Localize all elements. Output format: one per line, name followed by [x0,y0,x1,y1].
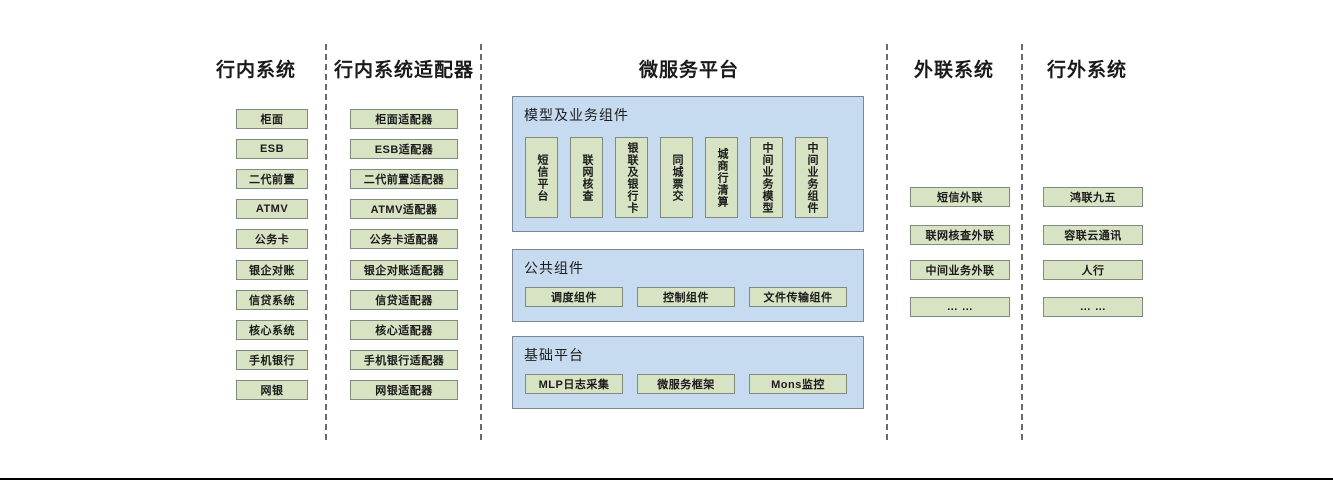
list-item[interactable]: 网银 [236,380,308,400]
list-item[interactable]: 联网核查外联 [910,225,1010,245]
list-item[interactable]: 公务卡 [236,229,308,249]
list-item[interactable]: 柜面适配器 [350,109,458,129]
list-item[interactable]: … … [910,297,1010,317]
panel-title-model-business-components: 模型及业务组件 [524,107,629,123]
column-title-in-bank-systems: 行内系统 [215,60,296,81]
list-item[interactable]: 鸿联九五 [1043,187,1143,207]
panel-public-components [512,249,864,322]
list-item[interactable]: … … [1043,297,1143,317]
page-bottom-rule [0,478,1333,480]
list-item[interactable]: 文件传输组件 [749,287,847,307]
list-item[interactable]: 城商行清算 [705,137,738,218]
divider-3 [886,44,888,440]
list-item[interactable]: 核心系统 [236,320,308,340]
divider-4 [1021,44,1023,440]
column-title-external-link-systems: 外联系统 [913,60,994,81]
list-item[interactable]: 信贷适配器 [350,290,458,310]
divider-1 [325,44,327,440]
list-item[interactable]: 同城票交 [660,137,693,218]
list-item[interactable]: 银企对账 [236,260,308,280]
list-item[interactable]: 联网核查 [570,137,603,218]
list-item[interactable]: 信贷系统 [236,290,308,310]
column-title-outside-bank-systems: 行外系统 [1046,60,1127,81]
list-item[interactable]: 二代前置适配器 [350,169,458,189]
list-item[interactable]: 银企对账适配器 [350,260,458,280]
list-item[interactable]: 短信外联 [910,187,1010,207]
divider-2 [480,44,482,440]
list-item[interactable]: ESB适配器 [350,139,458,159]
list-item[interactable]: 控制组件 [637,287,735,307]
list-item[interactable]: ESB [236,139,308,159]
list-item[interactable]: 网银适配器 [350,380,458,400]
panel-title-base-platform: 基础平台 [524,347,584,363]
panel-base-platform [512,336,864,409]
list-item[interactable]: 人行 [1043,260,1143,280]
list-item[interactable]: 柜面 [236,109,308,129]
column-title-in-bank-adapters: 行内系统适配器 [333,60,474,81]
list-item[interactable]: ATMV适配器 [350,199,458,219]
list-item[interactable]: 二代前置 [236,169,308,189]
list-item[interactable]: ATMV [236,199,308,219]
list-item[interactable]: 微服务框架 [637,374,735,394]
panel-title-public-components: 公共组件 [524,260,584,276]
list-item[interactable]: Mons监控 [749,374,847,394]
list-item[interactable]: 手机银行 [236,350,308,370]
list-item[interactable]: 调度组件 [525,287,623,307]
list-item[interactable]: 中间业务外联 [910,260,1010,280]
list-item[interactable]: 核心适配器 [350,320,458,340]
list-item[interactable]: 短信平台 [525,137,558,218]
list-item[interactable]: 银联及银行卡 [615,137,648,218]
list-item[interactable]: MLP日志采集 [525,374,623,394]
list-item[interactable]: 中间业务组件 [795,137,828,218]
list-item[interactable]: 容联云通讯 [1043,225,1143,245]
list-item[interactable]: 公务卡适配器 [350,229,458,249]
column-title-platform: 微服务平台 [638,60,739,81]
list-item[interactable]: 手机银行适配器 [350,350,458,370]
list-item[interactable]: 中间业务模型 [750,137,783,218]
